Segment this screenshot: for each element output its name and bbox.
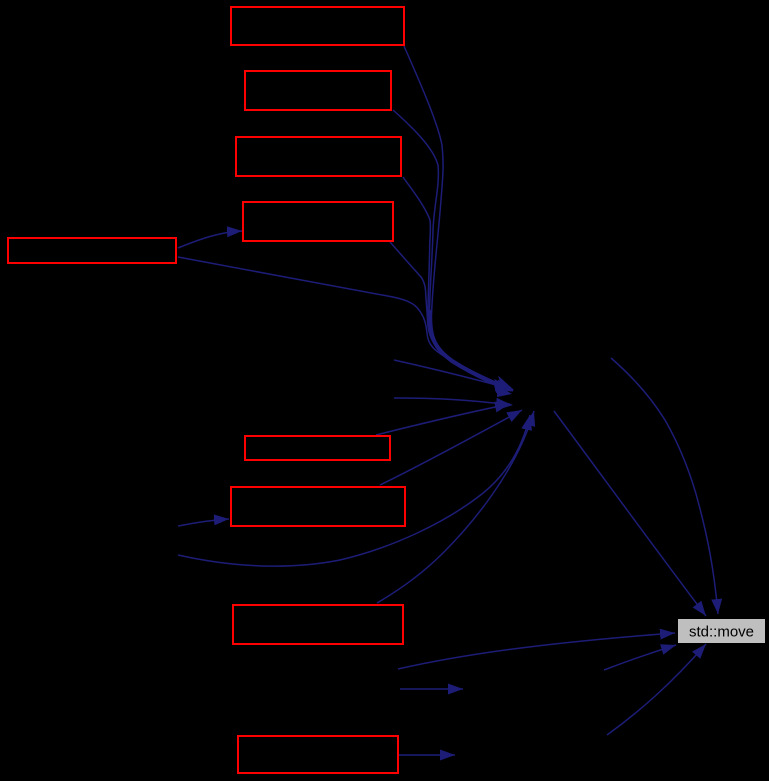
svg-text:std::move: std::move [689, 624, 754, 641]
